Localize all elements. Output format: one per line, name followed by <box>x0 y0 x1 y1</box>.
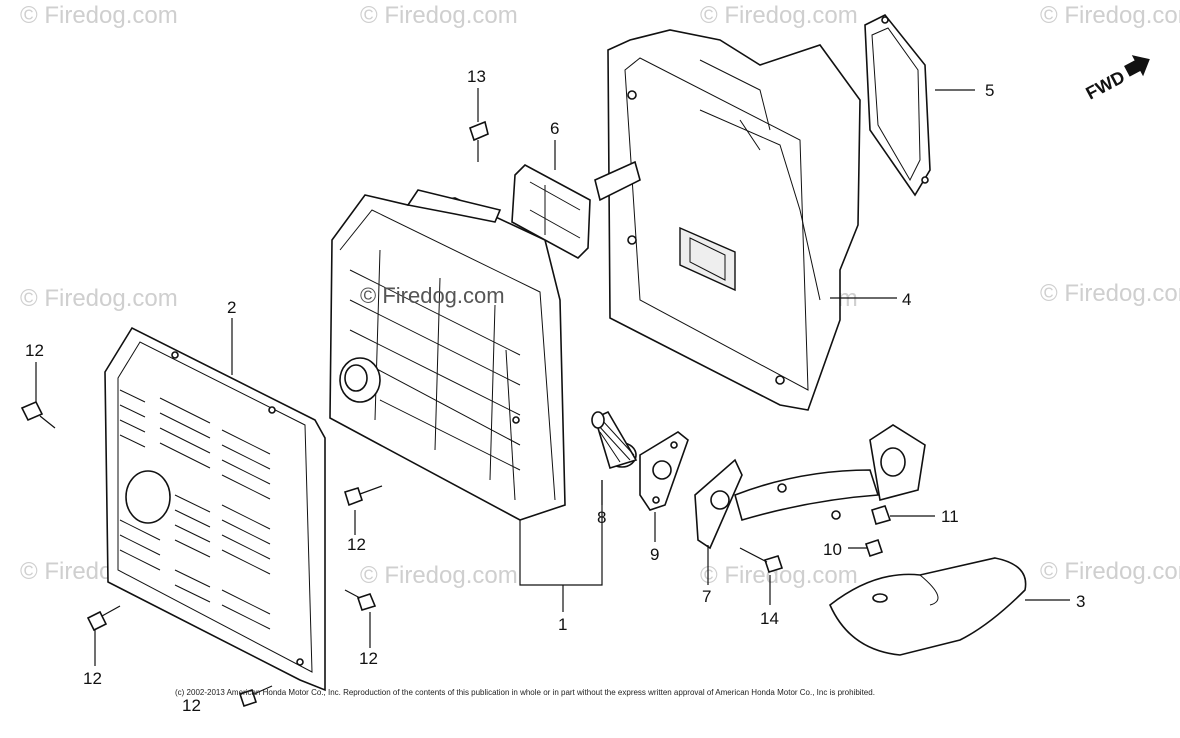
gasket-part <box>864 13 931 197</box>
callout-11: 11 <box>941 507 959 526</box>
watermark: © Firedog.com <box>20 2 178 29</box>
callout-12: 12 <box>359 649 378 668</box>
exhaust-pipe-part <box>694 424 926 550</box>
callout-8: 8 <box>597 508 606 527</box>
watermark: © Firedog.com <box>700 2 858 29</box>
muffler-protector-part <box>104 326 326 692</box>
callout-1: 1 <box>558 615 567 634</box>
callout-12: 12 <box>25 341 44 360</box>
callout-12: 12 <box>182 696 201 715</box>
bolt-part <box>20 400 56 429</box>
watermark: © Firedog.com <box>20 285 178 312</box>
callout-3: 3 <box>1076 592 1085 611</box>
bolt-part <box>344 589 377 611</box>
bolt-part <box>238 685 273 708</box>
spark-arrester-screen-part <box>591 410 638 470</box>
exhaust-gasket-part <box>639 431 689 511</box>
callout-6: 6 <box>550 119 559 138</box>
bolt-part <box>469 120 489 162</box>
callout-2: 2 <box>227 298 236 317</box>
fwd-label: FWD <box>1082 67 1128 104</box>
nut-part <box>871 505 892 525</box>
callout-4: 4 <box>902 290 911 309</box>
bolt-part <box>86 605 121 632</box>
watermark: © Firedog.com <box>360 2 518 29</box>
muffler-body-part <box>329 189 566 521</box>
watermark-center: © Firedog.com <box>360 283 505 308</box>
bolt-part <box>739 547 784 573</box>
leader-lines <box>35 88 1070 666</box>
callout-7: 7 <box>702 587 711 606</box>
bolt-part <box>344 485 383 507</box>
bolt-part <box>864 538 884 558</box>
gasket-plate-part <box>511 164 591 259</box>
callout-14: 14 <box>760 609 779 628</box>
forward-arrow-icon <box>1124 55 1150 77</box>
muffler-cover-part <box>594 29 861 411</box>
callout-12: 12 <box>347 535 366 554</box>
watermark: © Firedog.com <box>1040 558 1180 585</box>
callout-12: 12 <box>83 669 102 688</box>
watermark: © Firedog.com <box>1040 2 1180 29</box>
watermark: © Firedog.com <box>360 562 518 589</box>
watermark: © Firedog.com <box>1040 280 1180 307</box>
callout-5: 5 <box>985 81 994 100</box>
forward-direction-indicator: FWD <box>1082 55 1150 104</box>
callout-13: 13 <box>467 67 486 86</box>
exhaust-deflector-part <box>829 557 1027 656</box>
copyright-notice: (c) 2002-2013 American Honda Motor Co., … <box>175 688 875 697</box>
callout-10: 10 <box>823 540 842 559</box>
callout-9: 9 <box>650 545 659 564</box>
